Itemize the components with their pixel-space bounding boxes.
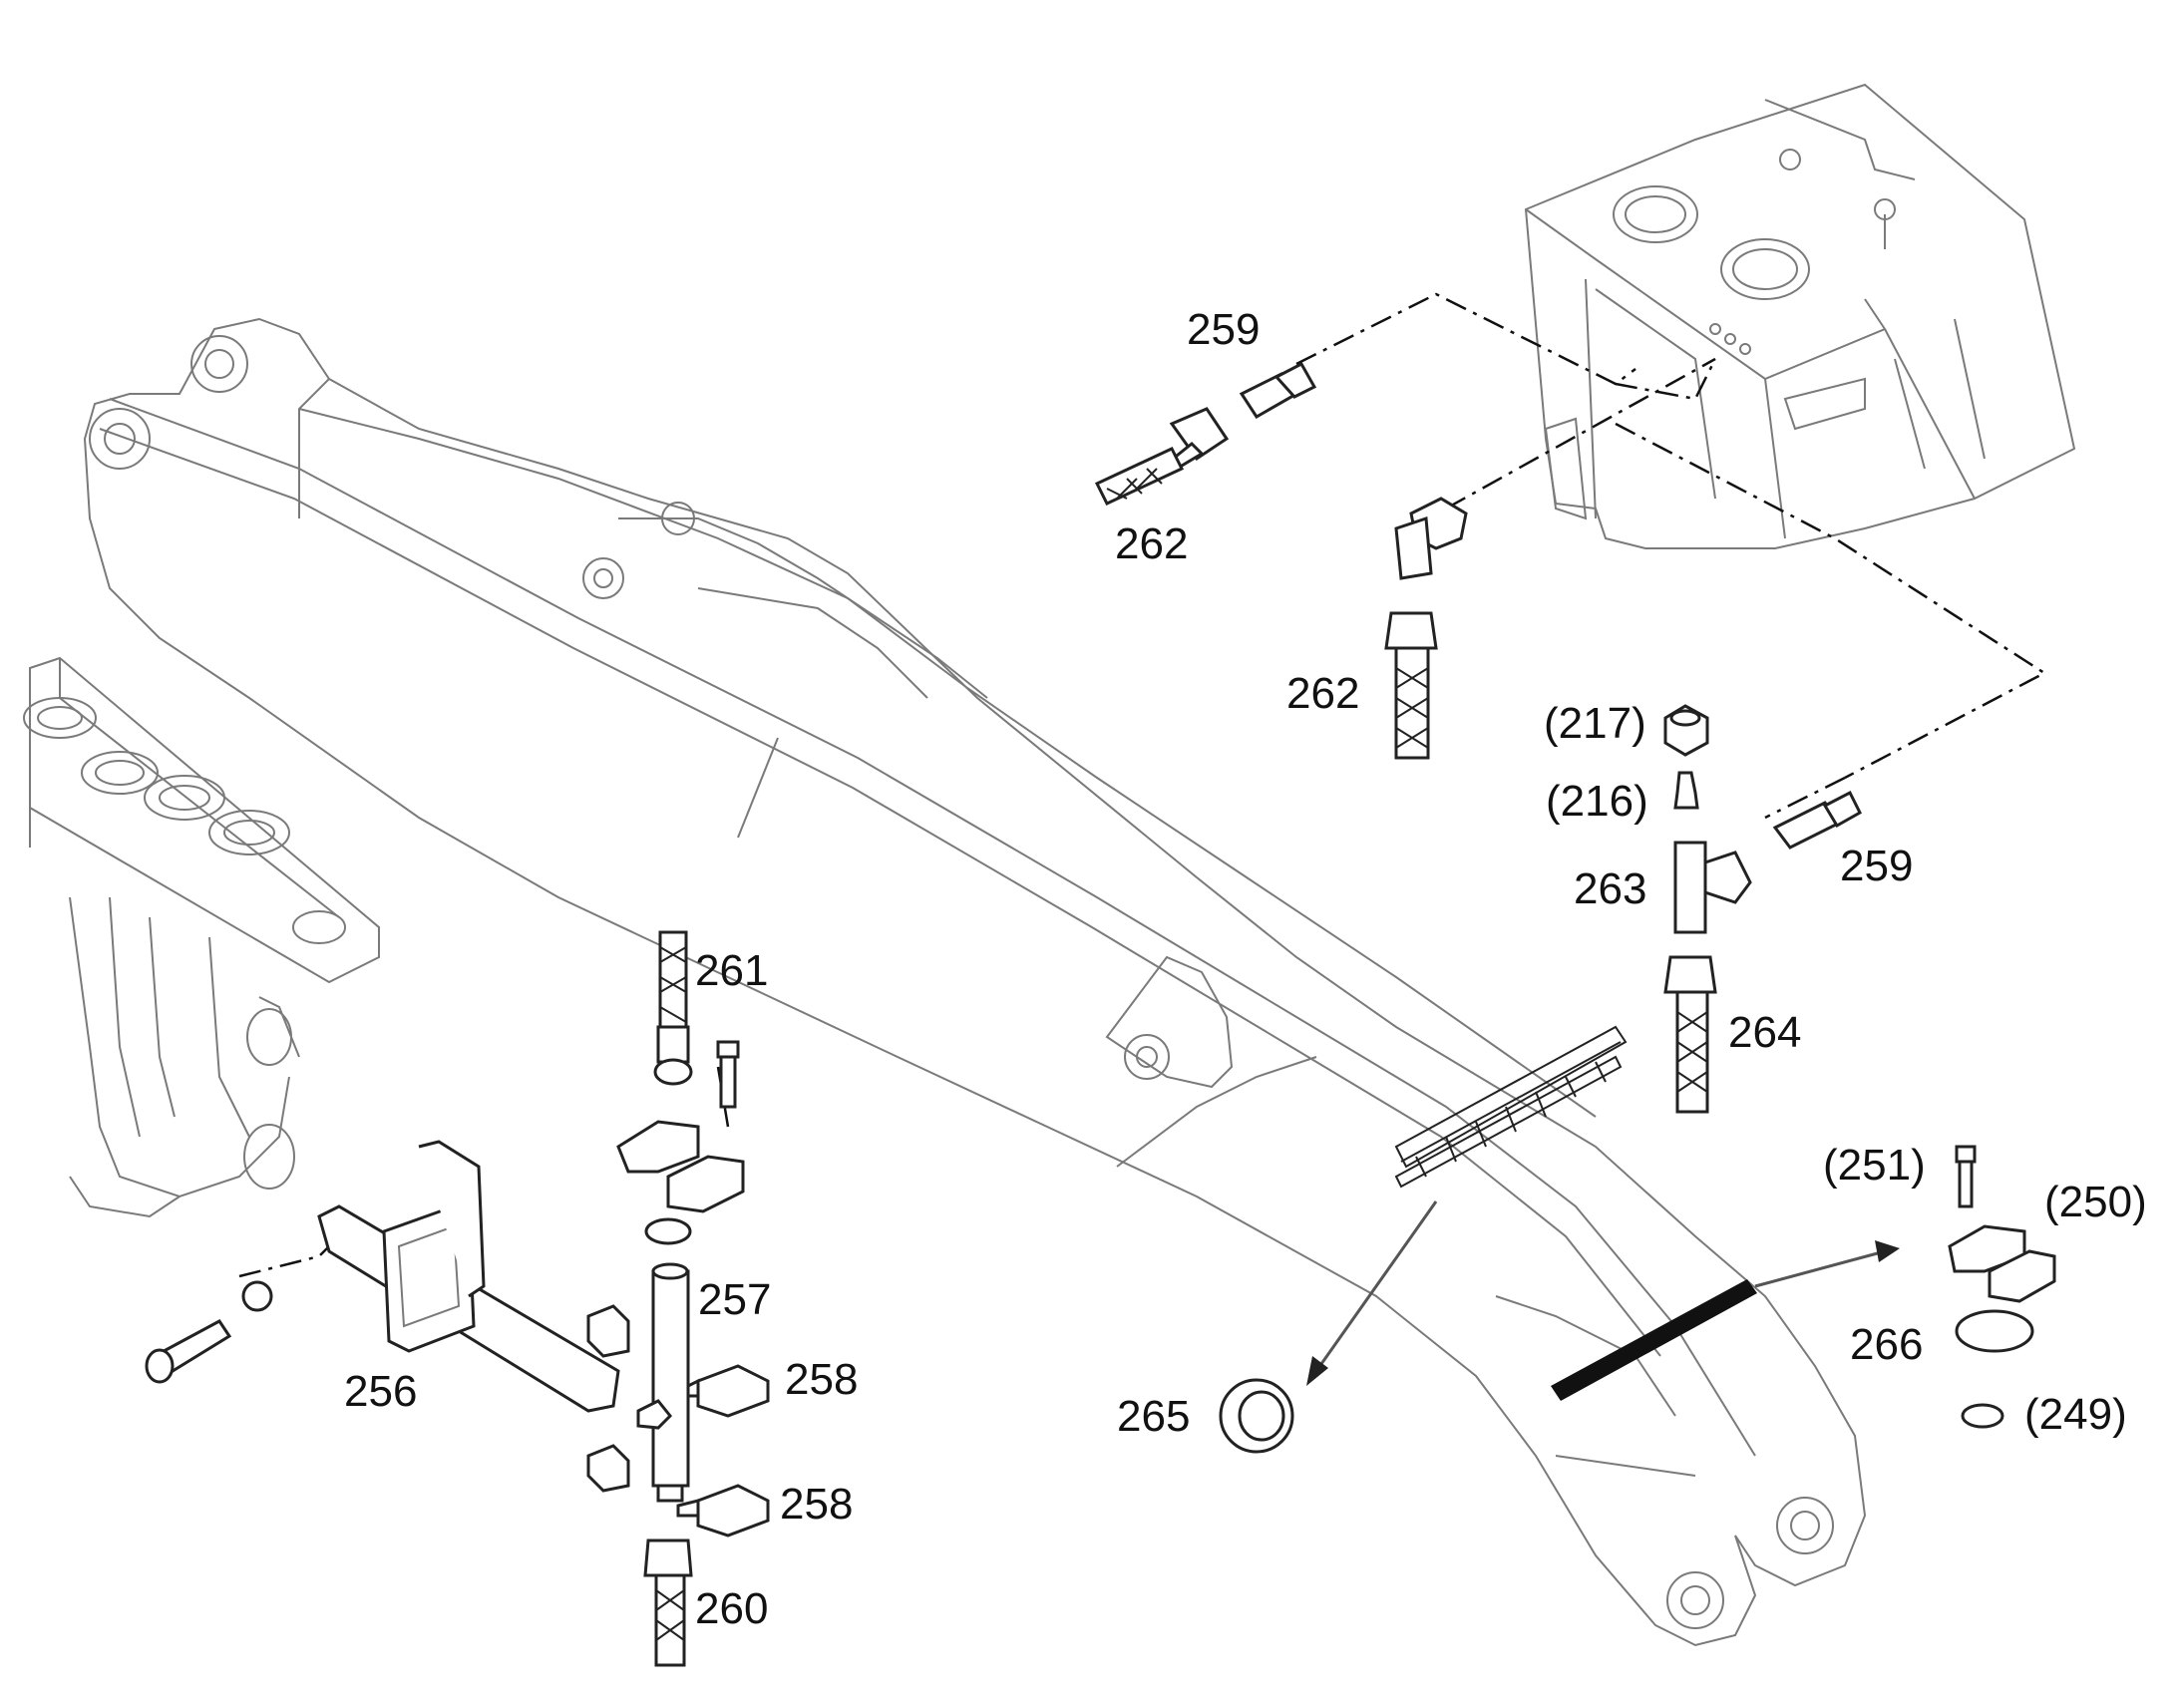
bracket-256 — [317, 1140, 620, 1413]
callout-250: (250) — [2044, 1178, 2147, 1226]
callout-261: 261 — [695, 946, 768, 995]
fitting-259-upper — [1239, 362, 1317, 420]
clamp-half-left-lower — [586, 1399, 673, 1493]
hose-262-upper — [1094, 407, 1230, 506]
bolt-upper — [716, 1040, 740, 1109]
tee-263 — [1673, 841, 1752, 934]
band-arrows — [1306, 1025, 1900, 1401]
callout-262-lower: 262 — [1286, 669, 1359, 718]
callout-217: (217) — [1544, 699, 1646, 748]
callout-266: 266 — [1850, 1320, 1923, 1369]
callout-257: 257 — [698, 1275, 771, 1324]
clamp-258-upper — [686, 1364, 770, 1418]
nut-217 — [1663, 704, 1709, 757]
bolt-and-washer — [145, 1280, 273, 1384]
callout-256: 256 — [344, 1367, 417, 1416]
nipple-216 — [1673, 771, 1699, 810]
callout-249: (249) — [2024, 1390, 2127, 1439]
callout-216: (216) — [1546, 777, 1648, 826]
hose-260 — [643, 1538, 693, 1667]
callout-264: 264 — [1728, 1008, 1801, 1057]
callout-259-lower: 259 — [1840, 842, 1913, 890]
flange-clamp-250 — [1948, 1224, 2056, 1303]
bolt-251 — [1955, 1145, 1977, 1208]
elbow-fitting — [1394, 497, 1468, 580]
boom-arm — [83, 317, 1867, 1647]
hose-264 — [1663, 955, 1717, 1114]
hose-262-lower — [1384, 611, 1438, 760]
callout-251: (251) — [1823, 1141, 1926, 1190]
fitting-259-lower — [1772, 790, 1862, 850]
hose-261 — [653, 930, 693, 1086]
callout-labels: 259 262 262 (217) (216) 263 259 264 261 … — [344, 305, 2147, 1633]
tube-257 — [651, 1262, 690, 1503]
flange-clamp-upper — [616, 1120, 745, 1213]
hydraulic-tank — [1524, 83, 2076, 549]
callout-260: 260 — [695, 1584, 768, 1633]
clamp-258-lower — [676, 1484, 770, 1537]
callout-265: 265 — [1117, 1392, 1190, 1441]
valve-manifold — [23, 656, 380, 1218]
cover-266 — [1955, 1309, 2034, 1353]
callout-262-upper: 262 — [1115, 519, 1188, 568]
o-ring-249 — [1961, 1403, 2004, 1429]
callout-258-lower: 258 — [780, 1480, 853, 1529]
o-ring-upper — [644, 1217, 692, 1245]
callout-258-upper: 258 — [785, 1355, 858, 1404]
callout-259-upper: 259 — [1187, 305, 1260, 354]
callout-263: 263 — [1574, 864, 1646, 913]
plug-265 — [1219, 1378, 1294, 1454]
clamp-half-left-upper — [586, 1304, 630, 1358]
